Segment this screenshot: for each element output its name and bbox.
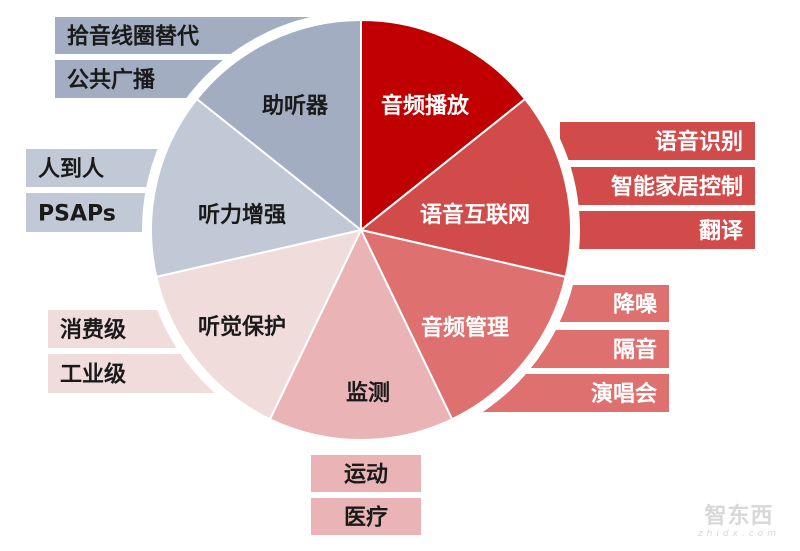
subitem-label: 人到人 <box>38 157 104 182</box>
subitem-box: 人到人 <box>26 149 176 187</box>
watermark-main-text: 智东西 <box>704 504 774 529</box>
pie-slice <box>359 228 567 421</box>
watermark-sub-text: zhidx.com <box>697 529 780 539</box>
slice-label: 监测 <box>346 380 390 406</box>
subitem-label: 语音识别 <box>655 129 743 155</box>
subitem-label: 翻译 <box>699 219 744 244</box>
subitem-box: 翻译 <box>560 211 755 249</box>
subitem-label: 消费级 <box>60 317 126 343</box>
subitem-label: 公共广播 <box>67 67 156 93</box>
pie-slice <box>360 18 527 233</box>
subitem-label: 拾音线圈替代 <box>67 24 199 50</box>
slice-label: 听力增强 <box>198 202 286 228</box>
pie-slices <box>150 18 572 441</box>
subitem-label: 智能家居控制 <box>611 174 743 200</box>
subitem-label: 降噪 <box>613 293 658 318</box>
slice-label: 音频管理 <box>421 315 509 341</box>
subitem-box: 医疗 <box>311 498 421 535</box>
subitem-label: 工业级 <box>60 362 126 388</box>
slice-label: 助听器 <box>262 94 329 119</box>
subitem-box-bg <box>311 455 421 492</box>
slice-label: 听觉保护 <box>198 315 286 340</box>
subitem-box-bg <box>560 167 755 205</box>
subitem-box-bg <box>560 211 755 249</box>
pie-slice <box>195 18 362 233</box>
subitem-box-bg <box>560 122 755 160</box>
subitem-box: 语音识别 <box>560 122 755 160</box>
subitem-label: 运动 <box>344 463 388 488</box>
slice-label: 语音互联网 <box>420 202 530 228</box>
subitem-label: PSAPs <box>38 202 116 227</box>
subitem-box: 运动 <box>311 455 421 492</box>
pie-slice <box>155 228 363 421</box>
subitem-box-bg <box>311 498 421 535</box>
slice-label: 音频播放 <box>381 93 470 119</box>
subitem-label: 医疗 <box>344 505 388 531</box>
watermark-logo: 智东西 zhidx.com <box>697 504 780 540</box>
pie-slice <box>358 97 572 279</box>
pie-slice <box>268 227 454 441</box>
subitem-label: 演唱会 <box>591 381 657 407</box>
pie-slice <box>150 97 364 279</box>
subitem-label: 隔音 <box>613 337 657 363</box>
subitem-box: 智能家居控制 <box>560 167 755 205</box>
